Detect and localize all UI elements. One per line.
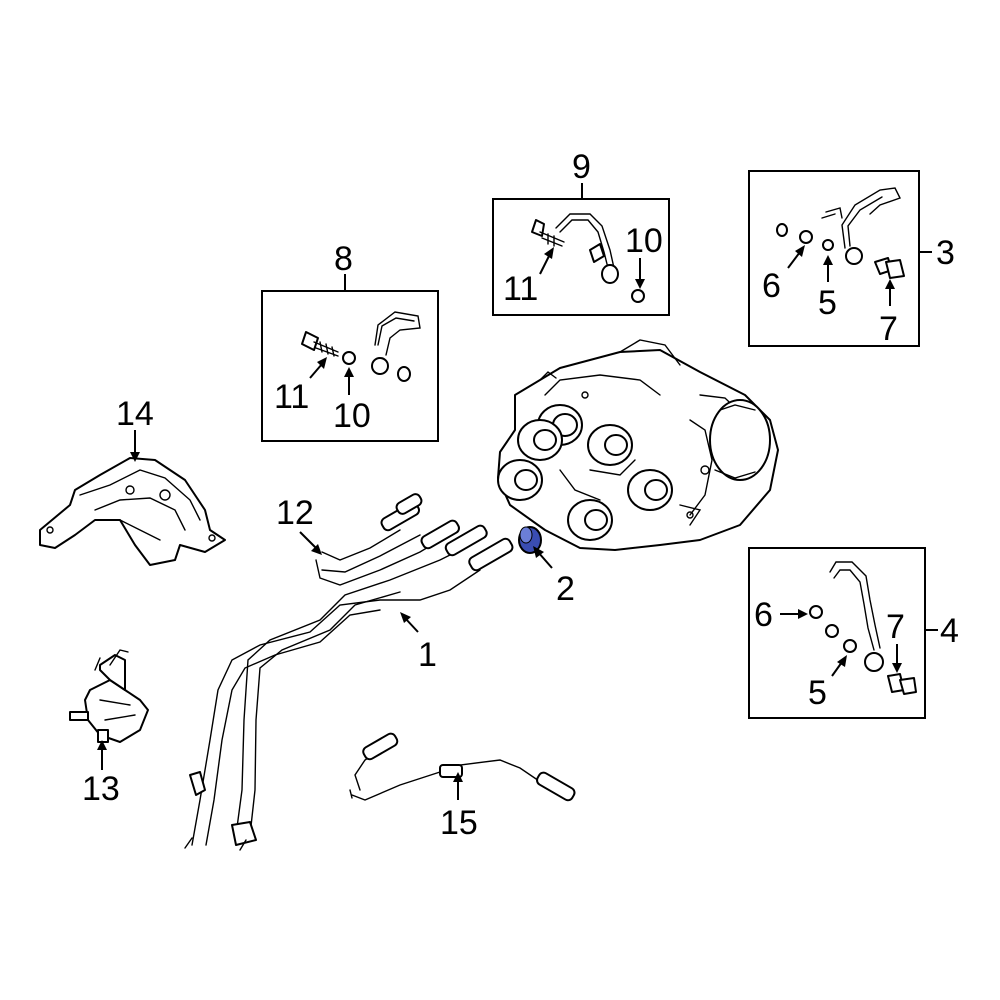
part-15-sensor[interactable] — [349, 732, 576, 802]
arrowhead-6b — [798, 609, 808, 619]
callout-13: 13 — [82, 770, 120, 808]
callout-6b: 6 — [754, 596, 773, 634]
callout-12: 12 — [276, 494, 314, 532]
arrowhead-13 — [97, 740, 107, 750]
callout-1: 1 — [418, 636, 437, 674]
part-2-seal[interactable] — [518, 526, 542, 554]
callout-15: 15 — [440, 804, 478, 842]
callout-11a: 11 — [274, 378, 309, 416]
callout-8: 8 — [334, 240, 353, 278]
box-4 — [748, 547, 926, 719]
arrowhead-5a — [823, 255, 833, 265]
arrowhead-5b — [837, 655, 847, 667]
part-4-pipe[interactable] — [809, 561, 917, 695]
callout-10a: 10 — [333, 397, 371, 435]
arrowhead-10b — [635, 279, 645, 289]
callout-9: 9 — [572, 148, 591, 186]
arrowhead-12 — [311, 544, 322, 555]
callout-5a: 5 — [818, 284, 837, 322]
arrowhead-6a — [795, 245, 805, 257]
arrowhead-7b — [892, 663, 902, 673]
callout-4: 4 — [940, 612, 959, 650]
arrowhead-7a — [885, 279, 895, 289]
part-3-pipe[interactable] — [776, 187, 905, 279]
arrowhead-11a — [317, 357, 327, 369]
box-3 — [748, 170, 920, 347]
callout-6a: 6 — [762, 267, 781, 305]
callout-7a: 7 — [879, 310, 898, 348]
leader-5b — [831, 661, 843, 677]
leader-11b — [539, 253, 551, 275]
part-14-heat-shield[interactable] — [39, 457, 226, 566]
arrowhead-2 — [533, 546, 544, 558]
callout-3: 3 — [936, 234, 955, 272]
callout-11b: 11 — [503, 270, 538, 308]
arrowhead-10a — [344, 367, 354, 377]
callout-10b: 10 — [625, 222, 663, 260]
arrowhead-14 — [130, 452, 140, 462]
part-1-harness[interactable] — [184, 524, 514, 851]
leader-1 — [404, 617, 419, 633]
callout-14: 14 — [116, 395, 154, 433]
part-9-pipe[interactable] — [531, 213, 645, 303]
box-8 — [261, 290, 439, 442]
leader-11a — [309, 363, 323, 379]
callout-5b: 5 — [808, 674, 827, 712]
engine-block — [497, 339, 779, 551]
arrowhead-1 — [400, 612, 411, 623]
leader-6a — [787, 251, 801, 269]
arrowhead-11b — [544, 247, 554, 259]
callout-7b: 7 — [886, 608, 905, 646]
callout-2: 2 — [556, 570, 575, 608]
arrowhead-15 — [453, 772, 463, 782]
part-12-harness[interactable] — [315, 492, 461, 586]
part-13-bracket[interactable] — [69, 649, 149, 743]
part-8-pipe[interactable] — [301, 311, 421, 382]
